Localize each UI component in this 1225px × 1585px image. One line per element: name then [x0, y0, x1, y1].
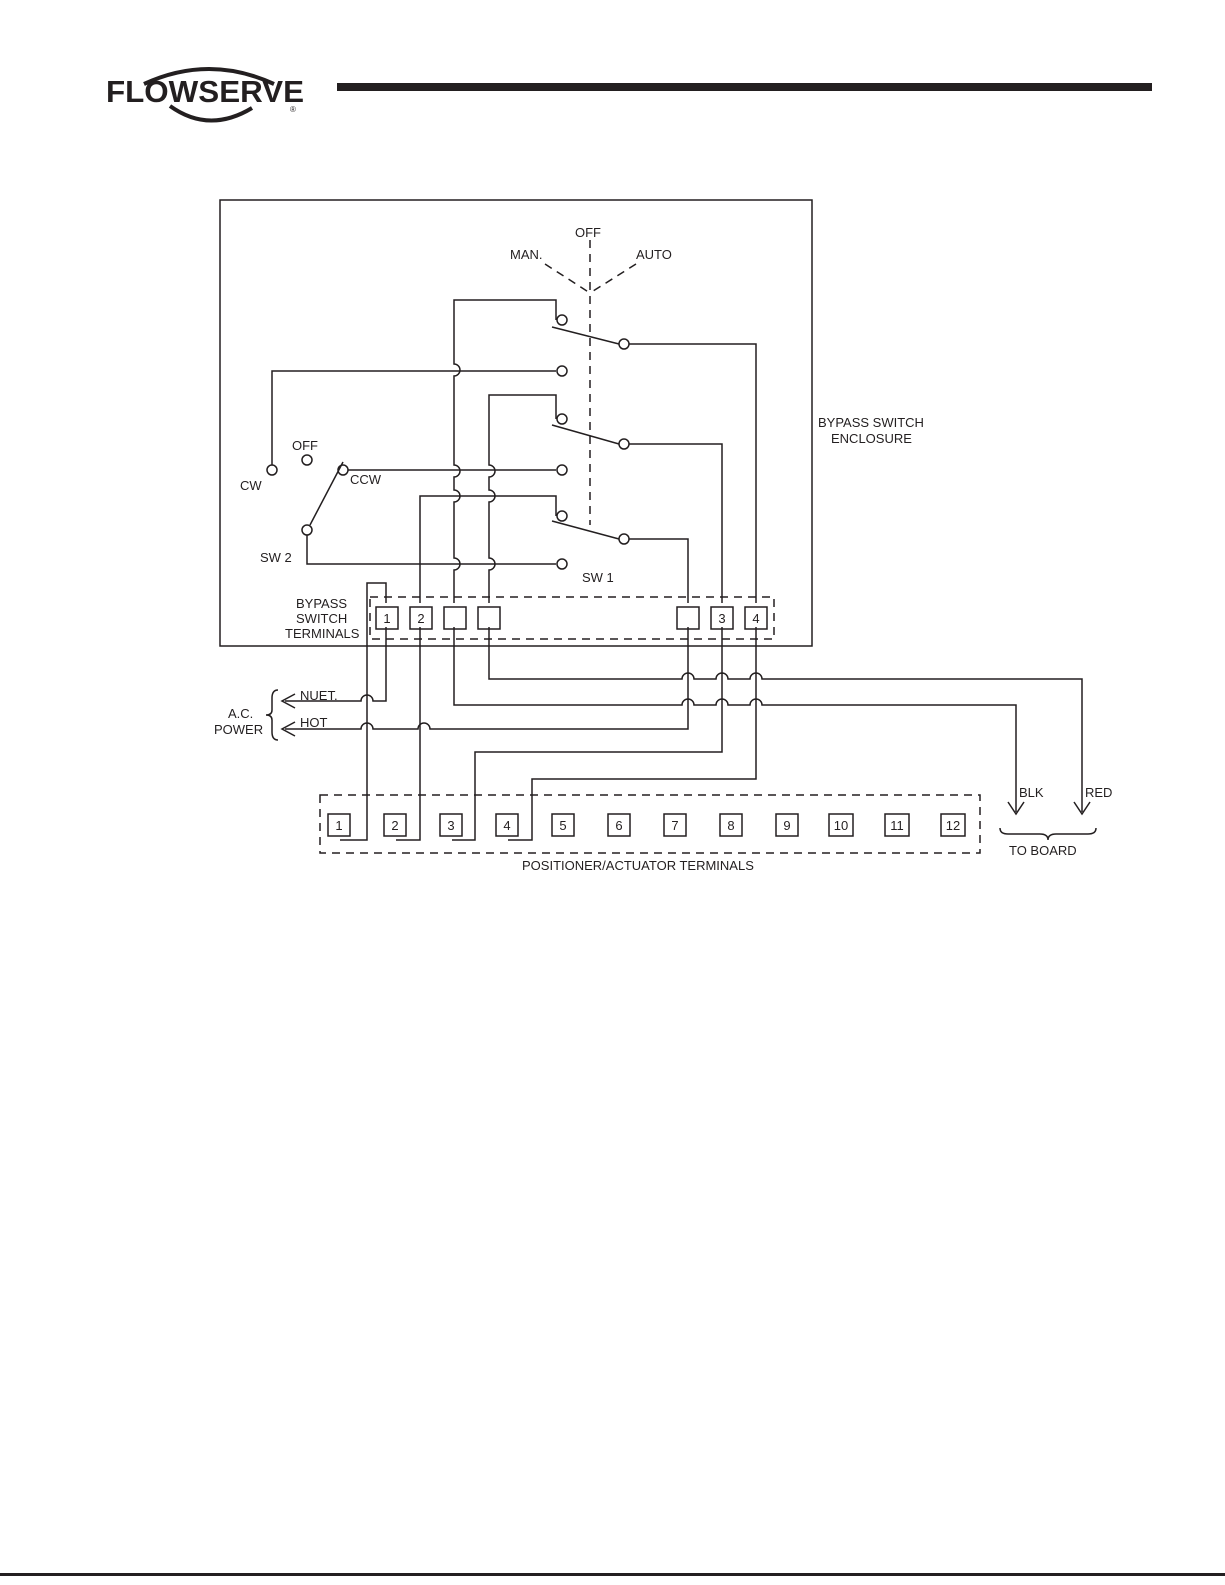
bypass-terminals-label-line3: TERMINALS	[285, 626, 360, 641]
positioner-terminal-label: 9	[783, 818, 790, 833]
positioner-terminal-label: 4	[503, 818, 510, 833]
bypass-terminal-label: 1	[383, 611, 390, 626]
sw2-pivot	[302, 525, 312, 535]
wire-to-blk	[454, 627, 1016, 812]
wire	[489, 395, 556, 603]
wire-term2	[396, 627, 420, 840]
sw2-cw-contact	[267, 465, 277, 475]
sw2-blade	[310, 462, 343, 525]
ac-power-brace	[266, 690, 278, 740]
sw1-contact	[557, 414, 567, 424]
bypass-terminal-strip	[370, 597, 774, 639]
bypass-terminal-label: 2	[417, 611, 424, 626]
positioner-terminal-label: 12	[946, 818, 960, 833]
sw1-contact	[557, 315, 567, 325]
selector-off-label: OFF	[575, 225, 601, 240]
enclosure-label-line2: ENCLOSURE	[831, 431, 912, 446]
positioner-terminal-label: 5	[559, 818, 566, 833]
positioner-terminal-label: 8	[727, 818, 734, 833]
sw1-label: SW 1	[582, 570, 614, 585]
wire	[420, 496, 556, 603]
bypass-terminals-label-line2: SWITCH	[296, 611, 347, 626]
positioner-terminals-label: POSITIONER/ACTUATOR TERMINALS	[522, 858, 754, 873]
positioner-terminal-label: 2	[391, 818, 398, 833]
sw1-contact	[619, 439, 629, 449]
bypass-switch-enclosure	[220, 200, 812, 646]
enclosure-label-line1: BYPASS SWITCH	[818, 415, 924, 430]
wire	[629, 444, 722, 603]
hot-label: HOT	[300, 715, 328, 730]
bypass-terminal-box	[677, 607, 699, 629]
sw1-contact	[619, 339, 629, 349]
positioner-terminal-label: 10	[834, 818, 848, 833]
wire	[629, 539, 688, 603]
wire-hot	[285, 627, 688, 729]
bypass-terminal-box	[478, 607, 500, 629]
sw1-contact	[557, 366, 567, 376]
wire	[454, 300, 556, 603]
wire-term3	[452, 627, 722, 840]
sw2-off-label: OFF	[292, 438, 318, 453]
sw1-blade	[552, 521, 619, 539]
ac-power-label-line1: A.C.	[228, 706, 253, 721]
selector-man-label: MAN.	[510, 247, 543, 262]
red-label: RED	[1085, 785, 1112, 800]
sw1-blade	[552, 425, 619, 444]
to-board-brace	[1000, 828, 1096, 840]
sw1-contact	[557, 511, 567, 521]
to-board-label: TO BOARD	[1009, 843, 1077, 858]
sw1-contact	[557, 465, 567, 475]
sw1-contact	[619, 534, 629, 544]
positioner-terminal-strip	[320, 795, 980, 853]
bypass-terminal-label: 3	[718, 611, 725, 626]
positioner-terminal-label: 11	[890, 818, 904, 833]
ac-power-label-line2: POWER	[214, 722, 263, 737]
positioner-terminal-label: 6	[615, 818, 622, 833]
sw1-blade	[552, 327, 619, 344]
bypass-terminal-box	[444, 607, 466, 629]
selector-auto-line	[590, 264, 636, 293]
sw2-label: SW 2	[260, 550, 292, 565]
wire-term4	[508, 627, 756, 840]
selector-auto-label: AUTO	[636, 247, 672, 262]
positioner-terminal-label: 7	[671, 818, 678, 833]
sw2-ccw-label: CCW	[350, 472, 382, 487]
positioner-terminal-label: 3	[447, 818, 454, 833]
neutral-label: NUET.	[300, 688, 338, 703]
blk-label: BLK	[1019, 785, 1044, 800]
bypass-terminal-label: 4	[752, 611, 759, 626]
wire	[629, 344, 756, 603]
wire	[307, 535, 556, 564]
footer-rule	[0, 1573, 1225, 1576]
sw1-contact	[557, 559, 567, 569]
sw2-off-contact	[302, 455, 312, 465]
wire-to-red	[489, 627, 1082, 812]
bypass-terminals-label-line1: BYPASS	[296, 596, 347, 611]
positioner-terminal-label: 1	[335, 818, 342, 833]
selector-man-line	[545, 264, 590, 293]
sw2-cw-label: CW	[240, 478, 262, 493]
